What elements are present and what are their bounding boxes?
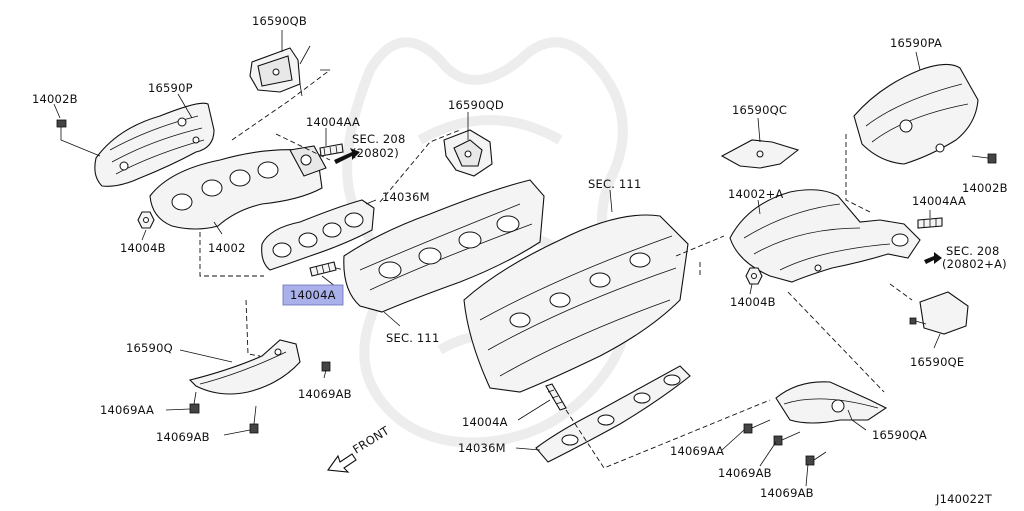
label-14069AB-right2[interactable]: 14069AB xyxy=(760,486,814,500)
label-14069AA-right[interactable]: 14069AA xyxy=(670,444,724,458)
assembly-dashed-lines xyxy=(199,69,913,469)
cylinder-head-left[interactable] xyxy=(343,179,545,313)
label-14069AA-left[interactable]: 14069AA xyxy=(100,403,154,417)
leader-lines xyxy=(53,30,941,487)
stud-14004AA-right[interactable] xyxy=(917,217,943,229)
bolt-14069AB-left[interactable] xyxy=(249,405,259,434)
label-14004B-left[interactable]: 14004B xyxy=(120,241,166,255)
label-16590PA[interactable]: 16590PA xyxy=(890,36,942,50)
heat-shield-16590QB[interactable] xyxy=(249,45,330,97)
label-16590QB[interactable]: 16590QB xyxy=(252,14,307,28)
label-14002B-right[interactable]: 14002B xyxy=(962,181,1008,195)
drawing-code: J140022T xyxy=(935,492,993,506)
bolt-14069AA-right[interactable] xyxy=(743,419,771,434)
nut-14004B-left[interactable] xyxy=(137,211,155,229)
label-sec208-top-sub: (20802) xyxy=(352,146,399,160)
label-14002[interactable]: 14002 xyxy=(208,241,246,255)
bolt-14069AB-right2[interactable] xyxy=(805,451,827,466)
arrow-to-sec208-top xyxy=(334,148,360,164)
gasket-14036M-top[interactable] xyxy=(261,199,375,271)
label-14002A[interactable]: 14002+A xyxy=(728,187,784,201)
bracket-16590QC[interactable] xyxy=(720,139,800,169)
label-14004B-right[interactable]: 14004B xyxy=(730,295,776,309)
highlight-box-14004A xyxy=(282,284,344,306)
label-14036M-bottom[interactable]: 14036M xyxy=(458,441,506,455)
label-14004AA-top[interactable]: 14004AA xyxy=(306,115,360,129)
heat-shield-16590Q[interactable] xyxy=(188,339,301,395)
label-14069AB-mid[interactable]: 14069AB xyxy=(298,387,352,401)
label-sec208-right[interactable]: SEC. 208 xyxy=(946,244,999,258)
label-sec111-center[interactable]: SEC. 111 xyxy=(588,177,641,191)
stud-14004A-bottom[interactable] xyxy=(545,383,567,411)
front-direction-arrow xyxy=(327,453,357,473)
exhaust-manifold-14002[interactable] xyxy=(149,145,327,230)
stud-14004AA-top[interactable] xyxy=(319,143,344,157)
label-16590P[interactable]: 16590P xyxy=(148,81,193,95)
label-front: FRONT xyxy=(350,423,392,457)
label-16590QC[interactable]: 16590QC xyxy=(732,103,787,117)
label-14069AB-left[interactable]: 14069AB xyxy=(156,430,210,444)
label-16590QE[interactable]: 16590QE xyxy=(910,355,964,369)
label-sec208-top[interactable]: SEC. 208 xyxy=(352,132,405,146)
label-16590Q[interactable]: 16590Q xyxy=(126,341,173,355)
heat-insulator-16590P[interactable] xyxy=(94,102,215,187)
heat-shield-16590QE[interactable] xyxy=(909,291,969,335)
bolt-14069AB-right1[interactable] xyxy=(773,431,801,446)
label-14036M-top[interactable]: 14036M xyxy=(382,190,430,204)
bracket-16590QD[interactable] xyxy=(443,129,493,177)
stud-14004A-highlighted[interactable] xyxy=(309,261,337,277)
label-16590QD[interactable]: 16590QD xyxy=(448,98,504,112)
bolt-14069AA-left[interactable] xyxy=(189,391,200,414)
part-labels: 16590QB 16590P 14002B 14004AA SEC. 208 (… xyxy=(32,14,1008,506)
bolt-14002B-right[interactable] xyxy=(971,153,997,164)
nut-14004B-right[interactable] xyxy=(745,267,763,285)
label-16590QA[interactable]: 16590QA xyxy=(872,428,927,442)
label-sec208-right-sub: (20802+A) xyxy=(942,257,1007,271)
arrow-to-sec208-right xyxy=(924,252,942,264)
bolt-14069AB-mid[interactable] xyxy=(321,361,331,372)
heat-shield-16590QA[interactable] xyxy=(775,381,888,424)
label-14004A-highlighted[interactable]: 14004A xyxy=(290,288,336,302)
cylinder-head-center[interactable] xyxy=(463,214,689,393)
label-sec111-left[interactable]: SEC. 111 xyxy=(386,331,439,345)
label-14002B-left[interactable]: 14002B xyxy=(32,92,78,106)
label-14069AB-right1[interactable]: 14069AB xyxy=(718,466,772,480)
bolt-14002B-left[interactable] xyxy=(56,119,101,157)
gasket-14036M-bottom[interactable] xyxy=(535,365,691,463)
heat-insulator-16590PA[interactable] xyxy=(853,63,979,165)
label-14004AA-right[interactable]: 14004AA xyxy=(912,194,966,208)
exhaust-manifold-14002A[interactable] xyxy=(729,189,921,283)
label-14004A-bottom[interactable]: 14004A xyxy=(462,415,508,429)
